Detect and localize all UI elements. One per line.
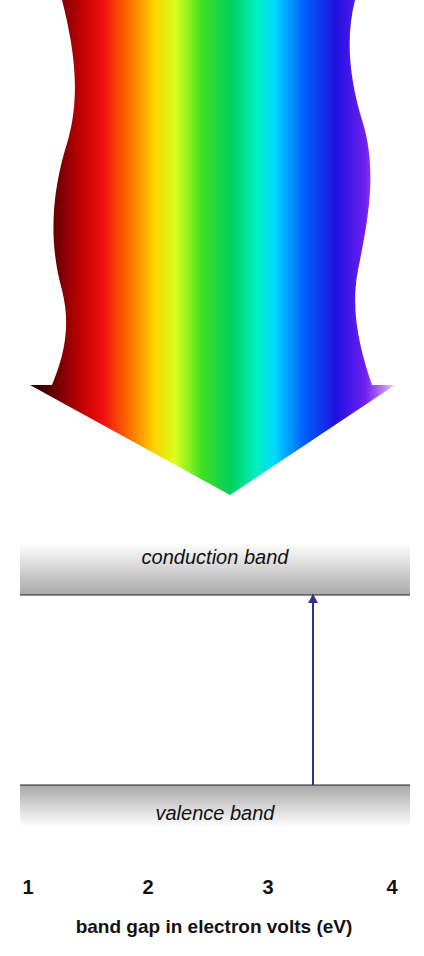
band-name: valence band xyxy=(20,802,410,825)
valence-band-edge xyxy=(20,784,410,785)
rainbow-wave-arrow xyxy=(30,0,395,495)
conduction-band-edge xyxy=(20,594,410,595)
axis-tick-value: 2 xyxy=(142,876,153,899)
energy-band: valence band xyxy=(20,785,410,827)
conduction-band-shading xyxy=(20,543,410,595)
axis-tick-value: 1 xyxy=(22,876,33,899)
axis-title: band gap in electron volts (eV) xyxy=(76,916,353,938)
excitation-arrow xyxy=(312,595,314,785)
valence-band-shading xyxy=(20,785,410,827)
axis-tick-value: 3 xyxy=(262,876,273,899)
energy-band: conduction band xyxy=(20,543,410,595)
band-name: conduction band xyxy=(20,546,410,569)
axis-tick-value: 4 xyxy=(386,876,397,899)
